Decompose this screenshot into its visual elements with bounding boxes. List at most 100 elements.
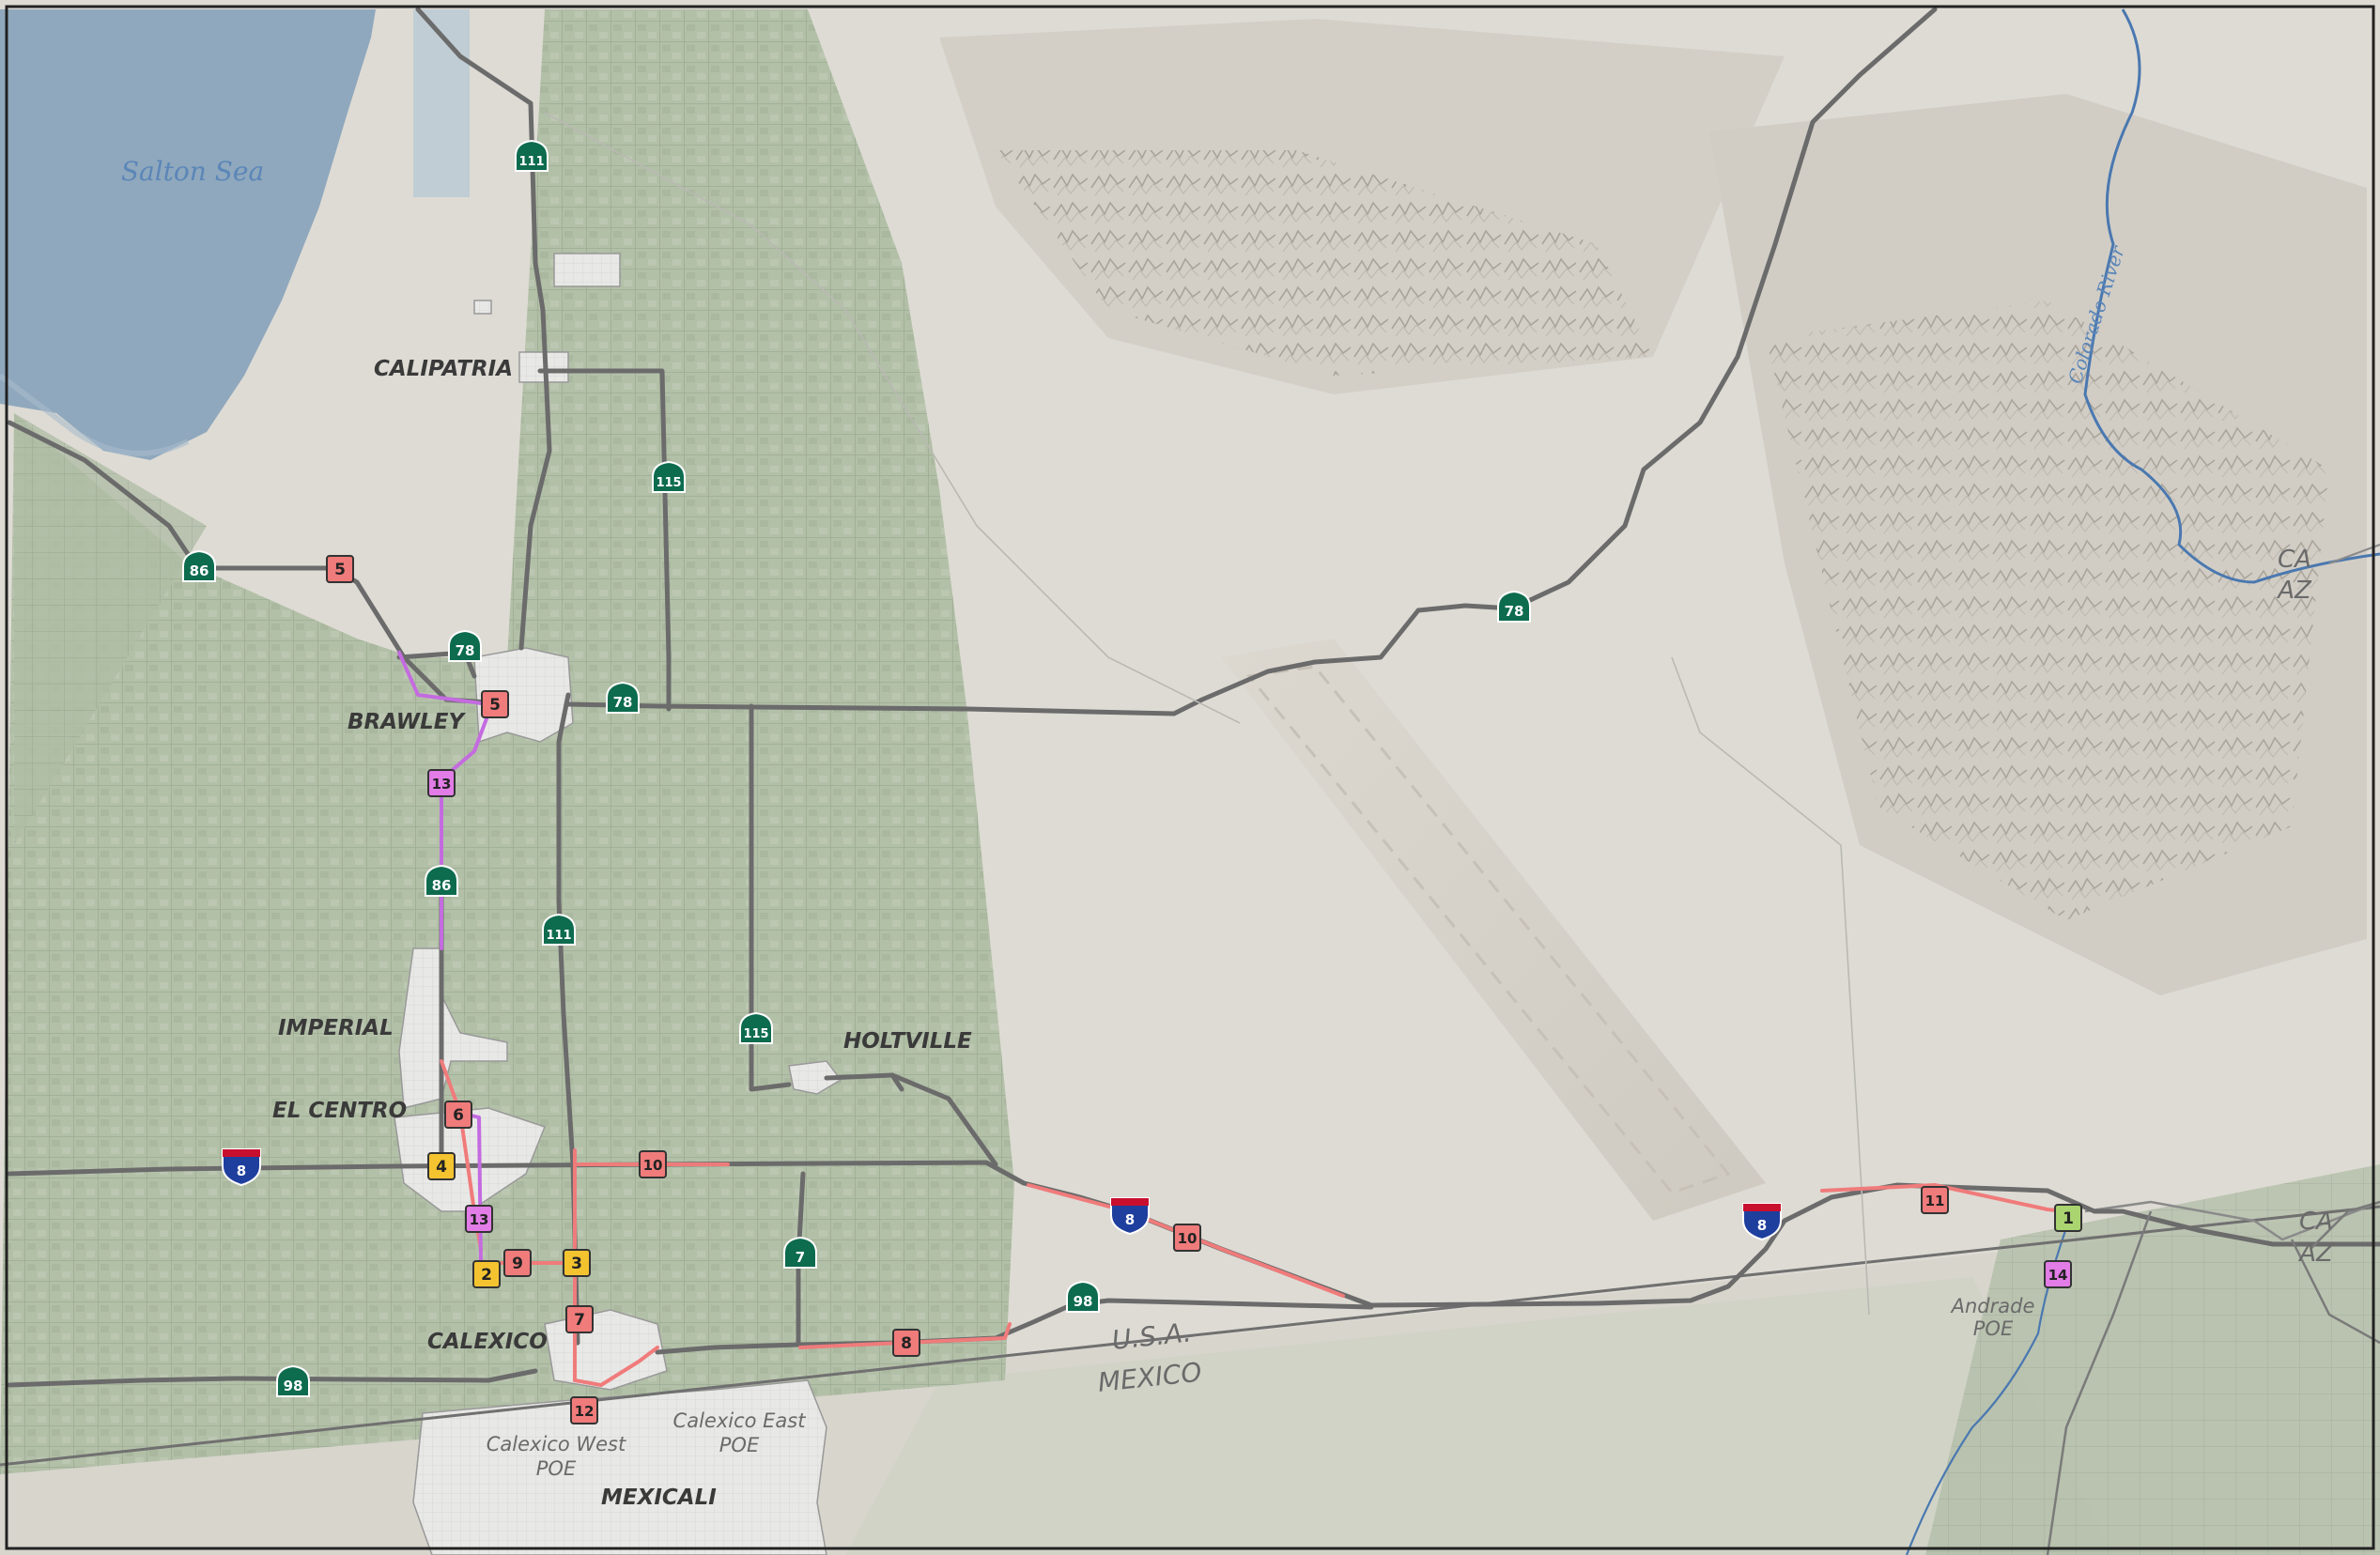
state-route-shield-r78-mid: 78 xyxy=(606,681,640,714)
svg-text:78: 78 xyxy=(1505,603,1524,620)
state-route-shield-r115-south: 115 xyxy=(739,1011,773,1044)
project-marker-6[interactable]: 6 xyxy=(444,1101,472,1129)
svg-text:POE: POE xyxy=(1973,1317,2014,1340)
ca-az-boundary-north xyxy=(2328,544,2380,564)
project-marker-7[interactable]: 7 xyxy=(565,1305,594,1333)
city-label-imperial: IMPERIAL xyxy=(278,1016,394,1040)
svg-text:9: 9 xyxy=(512,1255,523,1273)
project-marker-5[interactable]: 5 xyxy=(326,555,354,583)
city-label-calexico: CALEXICO xyxy=(427,1330,548,1354)
svg-text:Calexico West: Calexico West xyxy=(487,1433,626,1455)
project-marker-2[interactable]: 2 xyxy=(472,1260,501,1288)
svg-text:4: 4 xyxy=(436,1158,447,1177)
city-label-brawley: BRAWLEY xyxy=(348,710,467,734)
svg-text:7: 7 xyxy=(796,1249,805,1266)
svg-text:111: 111 xyxy=(518,155,544,169)
svg-text:7: 7 xyxy=(574,1311,585,1330)
state-route-shield-r86-south: 86 xyxy=(425,864,458,897)
project-marker-12[interactable]: 12 xyxy=(570,1396,598,1424)
svg-text:86: 86 xyxy=(190,562,209,579)
svg-text:8: 8 xyxy=(1757,1217,1767,1234)
project-marker-1[interactable]: 1 xyxy=(2054,1204,2082,1232)
svg-text:8: 8 xyxy=(237,1162,246,1179)
ca-az-boundary-south xyxy=(2084,1200,2380,1241)
state-route-shield-r111-top: 111 xyxy=(515,139,549,172)
svg-text:98: 98 xyxy=(1074,1293,1093,1310)
svg-text:1: 1 xyxy=(2063,1209,2074,1228)
svg-text:14: 14 xyxy=(2048,1267,2068,1284)
svg-text:6: 6 xyxy=(453,1106,464,1125)
yuma-farmland xyxy=(1925,1164,2380,1555)
svg-text:78: 78 xyxy=(613,694,633,711)
interstate-shield-i8-west: 8 xyxy=(222,1148,261,1187)
svg-text:78: 78 xyxy=(456,642,475,659)
svg-text:10: 10 xyxy=(643,1157,663,1174)
map-frame xyxy=(5,5,2375,1550)
project-marker-4[interactable]: 4 xyxy=(427,1152,456,1180)
ca-az-label-south: CA AZ xyxy=(2297,1208,2334,1268)
svg-text:115: 115 xyxy=(656,476,681,490)
svg-text:111: 111 xyxy=(546,929,571,943)
svg-text:AZ: AZ xyxy=(2297,1239,2334,1268)
svg-text:Calexico East: Calexico East xyxy=(673,1409,807,1432)
salton-sea-shore xyxy=(0,373,190,456)
svg-text:98: 98 xyxy=(284,1378,303,1394)
wetland-ponds xyxy=(413,9,470,197)
svg-text:AZ: AZ xyxy=(2276,577,2312,605)
state-route-shield-r78-west: 78 xyxy=(448,629,482,662)
svg-text:3: 3 xyxy=(571,1255,582,1273)
salton-sea-label: Salton Sea xyxy=(121,156,264,187)
city-label-calipatria: CALIPATRIA xyxy=(374,357,513,381)
state-route-shield-r7: 7 xyxy=(783,1236,817,1269)
svg-text:POE: POE xyxy=(536,1457,577,1480)
svg-text:86: 86 xyxy=(432,877,452,894)
minor-roads xyxy=(2046,1200,2380,1555)
state-route-shield-r86-west: 86 xyxy=(182,549,216,582)
project-marker-13[interactable]: 13 xyxy=(465,1205,493,1233)
svg-text:POE: POE xyxy=(719,1434,760,1456)
mexico-farmland xyxy=(845,1277,2113,1555)
svg-text:8: 8 xyxy=(1125,1211,1135,1228)
us-mexico-border xyxy=(0,1205,2380,1467)
imperial-valley-farmland xyxy=(0,9,1014,1474)
project-marker-5[interactable]: 5 xyxy=(481,690,509,718)
interstate-shield-i8-mid: 8 xyxy=(1110,1197,1150,1236)
svg-text:12: 12 xyxy=(575,1403,595,1420)
project-marker-10[interactable]: 10 xyxy=(1173,1224,1201,1252)
poe-label-andrade: Andrade POE xyxy=(1950,1295,2035,1340)
mountain-ridge-texture-east xyxy=(1766,300,2329,920)
svg-text:115: 115 xyxy=(743,1027,768,1041)
svg-text:11: 11 xyxy=(1925,1193,1945,1209)
svg-text:CA: CA xyxy=(2278,546,2311,574)
ca-az-label-north: CA AZ xyxy=(2276,546,2312,605)
state-route-shield-r78-east: 78 xyxy=(1497,590,1531,623)
city-label-mexicali: MEXICALI xyxy=(601,1486,717,1510)
project-marker-3[interactable]: 3 xyxy=(563,1249,591,1277)
city-label-el-centro: EL CENTRO xyxy=(272,1099,407,1123)
poe-label-calexico-east: Calexico East POE xyxy=(673,1409,807,1456)
city-label-holtville: HOLTVILLE xyxy=(843,1029,972,1054)
algodones-dunes xyxy=(1221,639,1766,1221)
dune-ridges xyxy=(1246,665,1731,1194)
colorado-river xyxy=(2083,8,2380,584)
railroad xyxy=(544,112,1870,1316)
western-farmland xyxy=(14,413,207,845)
project-marker-8[interactable]: 8 xyxy=(892,1329,920,1357)
state-route-shield-r115: 115 xyxy=(652,460,686,493)
svg-text:CA: CA xyxy=(2299,1208,2333,1236)
svg-text:13: 13 xyxy=(432,776,452,793)
salton-sea xyxy=(0,9,376,460)
road-network xyxy=(7,7,2380,1388)
project-marker-10[interactable]: 10 xyxy=(639,1150,667,1178)
mountain-ridge-texture-north xyxy=(996,150,1653,376)
state-route-shield-r98-east: 98 xyxy=(1066,1280,1100,1313)
state-route-shield-r98-west: 98 xyxy=(276,1364,310,1397)
project-marker-9[interactable]: 9 xyxy=(503,1249,532,1277)
svg-text:2: 2 xyxy=(481,1266,492,1285)
poe-label-calexico-west: Calexico West POE xyxy=(487,1433,626,1480)
project-marker-14[interactable]: 14 xyxy=(2044,1260,2072,1288)
project-marker-13[interactable]: 13 xyxy=(427,769,456,797)
project-marker-11[interactable]: 11 xyxy=(1921,1186,1949,1214)
svg-text:13: 13 xyxy=(470,1211,489,1228)
